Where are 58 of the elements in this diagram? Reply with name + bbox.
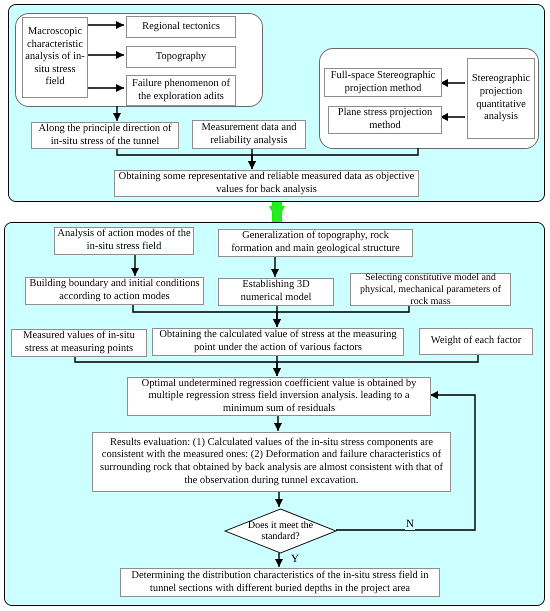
arrow xyxy=(86,84,124,92)
arrow xyxy=(336,391,476,531)
arrow xyxy=(275,553,283,567)
arrow xyxy=(269,202,285,222)
box-text: Results evaluation: (1) Calculated values of the in-situ stress components are consistent with the measured ones: (2) Deformation and failure characteristics of surrounding rock that obtained by back analysis are almost consistent with that of the observation during tunnel excavation. xyxy=(99,436,444,488)
arrow xyxy=(248,148,419,169)
process-box xyxy=(328,106,442,134)
box-text: Measurement data and reliability analysis xyxy=(200,122,298,148)
box-text: Optimal undetermined regression coefficient value is obtained by multiple regression stress field inversion analysis. leading to a minimum sum of residuals xyxy=(140,378,418,416)
arrow xyxy=(440,79,465,87)
process-box xyxy=(218,278,334,306)
group-box xyxy=(319,48,539,149)
box-text: Stereographic projection quantitative analysis xyxy=(470,73,532,124)
process-box xyxy=(126,16,236,38)
arrow xyxy=(273,354,479,376)
arrow xyxy=(131,254,139,276)
box-text: Establishing 3D numerical model xyxy=(240,279,312,305)
process-box xyxy=(92,432,451,492)
process-box xyxy=(126,75,236,106)
box-text: Topography xyxy=(156,50,206,64)
box-text: Obtaining some representative and reliable measured data as objective values for back analysis xyxy=(118,170,416,196)
box-text: Analysis of action modes of the in-situ stress field xyxy=(57,228,191,254)
arrow xyxy=(273,305,410,327)
process-box xyxy=(126,46,236,68)
process-box xyxy=(324,68,442,97)
box-text: Regional tectonics xyxy=(142,20,220,34)
arrow xyxy=(274,415,282,431)
box-text: Macroscopic characteristic analysis of in-situ stress field xyxy=(25,26,85,89)
process-box xyxy=(11,329,147,357)
process-box xyxy=(467,58,535,139)
process-box xyxy=(22,17,88,98)
arrow xyxy=(86,21,124,29)
arrow xyxy=(86,51,124,59)
arrow xyxy=(271,256,279,277)
box-text: Plane stress projection method xyxy=(336,107,434,133)
group-box xyxy=(15,13,263,107)
process-box xyxy=(350,273,511,306)
panel xyxy=(8,4,545,202)
process-box xyxy=(419,328,533,355)
box-text: Building boundary and initial conditions according to action modes xyxy=(28,278,201,304)
box-text: Failure phenomenon of the exploration adits xyxy=(131,78,231,104)
arrow xyxy=(113,106,121,121)
box-text: Obtaining the calculated value of stress at the measuring point under the action of various factors xyxy=(158,329,398,355)
process-box xyxy=(218,229,413,257)
box-text: Full-space Stereographic projection method xyxy=(330,70,436,96)
box-text: Selecting constitutive model and physical, mechanical parameters of rock mass xyxy=(358,272,502,308)
box-text: Weight of each factor xyxy=(430,335,522,348)
edge-label: N xyxy=(405,518,415,530)
arrow xyxy=(440,113,465,121)
box-text: Along the principle direction of in-situ stress of the tunnel xyxy=(38,122,172,148)
arrow xyxy=(275,491,283,507)
box-text: Determining the distribution characteristics of the in-situ stress field in tunnel sections with different buried depths in the project area xyxy=(130,570,430,596)
box-text: Does it meet the standard? xyxy=(246,520,314,542)
box-text: Measured values of in-situ stress at measuring points xyxy=(22,330,136,356)
panel xyxy=(4,222,545,606)
process-box xyxy=(192,120,306,149)
box-text: Generalization of topography, rock formation and main geological structure xyxy=(230,230,401,256)
process-box xyxy=(120,568,440,597)
